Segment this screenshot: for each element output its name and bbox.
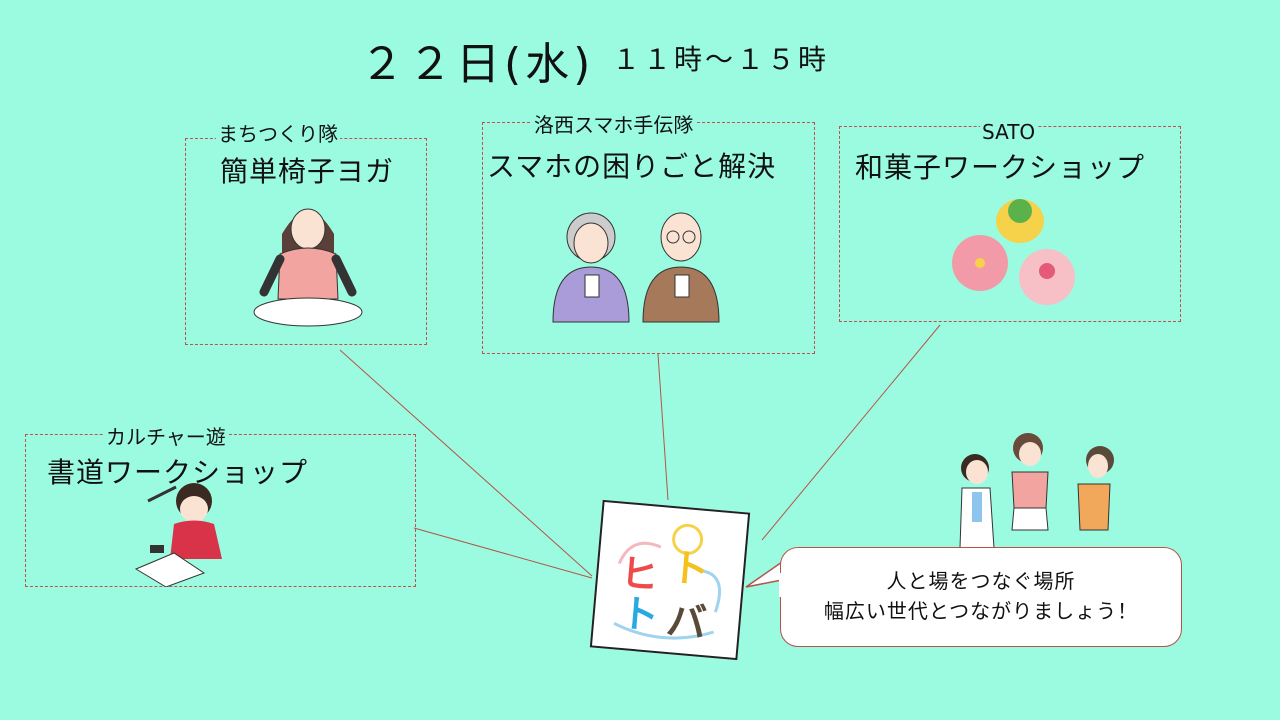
people-talking-illustration: [959, 433, 1114, 548]
event-card-yoga: [185, 138, 427, 345]
wagashi-illustration: [952, 199, 1075, 305]
organizer-label: 洛西スマホ手伝隊: [532, 109, 696, 138]
hitotoba-logo: ヒ ト ト バ: [589, 499, 751, 661]
speech-bubble: 人と場をつなぐ場所 幅広い世代とつながりましょう！: [780, 547, 1182, 647]
svg-text:バ: バ: [664, 598, 708, 647]
lightbulb-icon: ヒ ト ト バ: [613, 523, 721, 647]
yoga-person-illustration: [253, 208, 363, 327]
event-title: 和菓子ワークショップ: [855, 151, 1146, 184]
organizer-label: カルチャー遊: [104, 421, 228, 450]
event-title: 簡単椅子ヨガ: [220, 155, 395, 188]
speech-bubble-tail: [745, 561, 783, 588]
event-time: １１時～１５時: [612, 43, 830, 76]
event-title: 書道ワークショップ: [47, 456, 309, 489]
svg-text:ト: ト: [619, 591, 661, 638]
bubble-line-2: 幅広い世代とつながりましょう！: [823, 599, 1139, 623]
svg-text:ト: ト: [669, 545, 711, 592]
bubble-line-1: 人と場をつなぐ場所: [886, 569, 1076, 593]
event-title: スマホの困りごと解決: [487, 150, 777, 183]
calligraphy-girl-illustration: [134, 483, 222, 587]
seniors-smartphone-illustration: [552, 212, 720, 323]
event-date: ２２日(水): [360, 39, 595, 90]
svg-text:ヒ: ヒ: [619, 551, 661, 598]
organizer-label: まちつくり隊: [216, 118, 340, 147]
event-card-smartphone: [482, 122, 815, 354]
organizer-label: SATO: [980, 120, 1038, 144]
